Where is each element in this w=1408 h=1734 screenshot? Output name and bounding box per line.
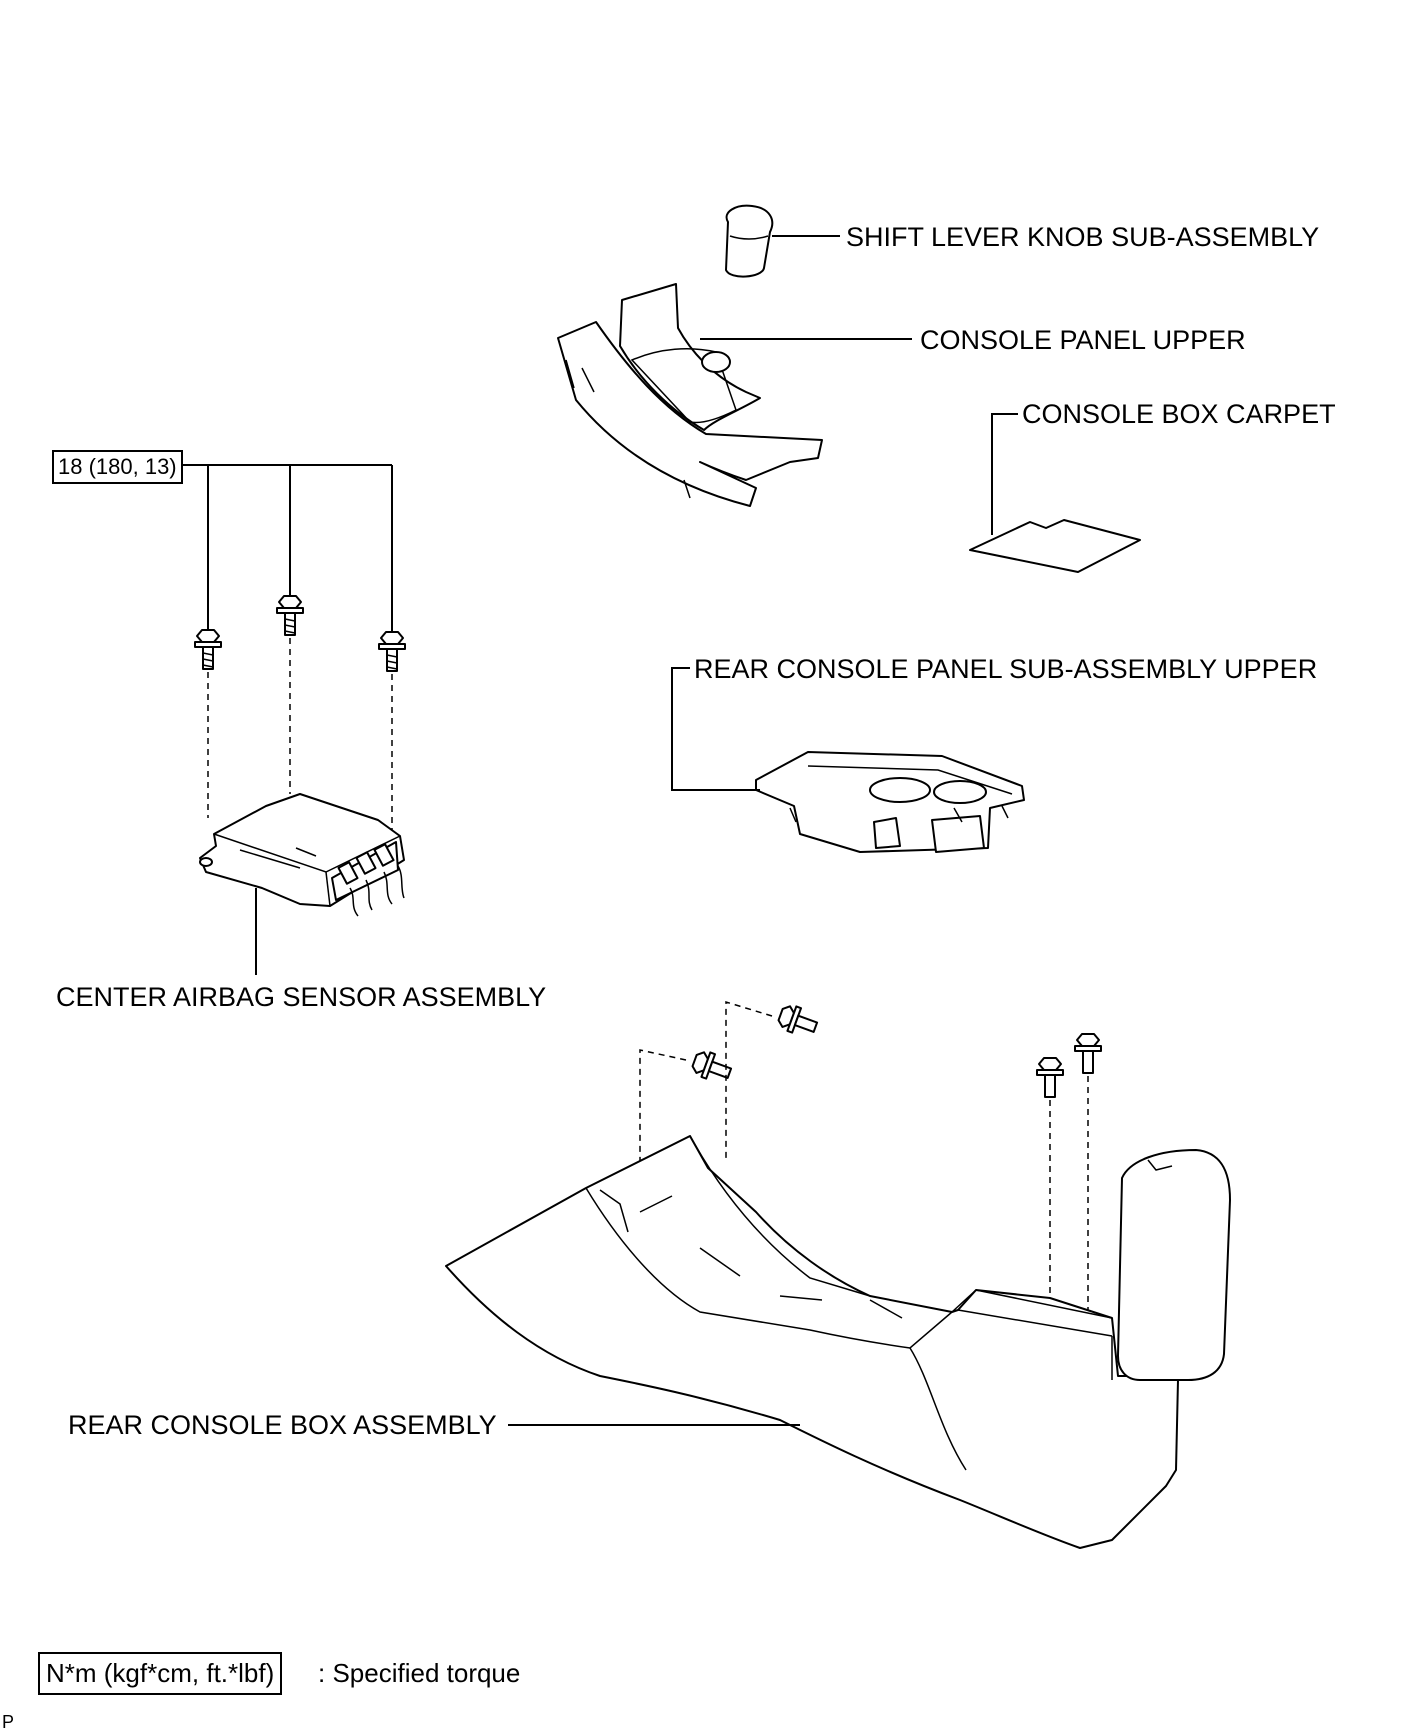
console-box-bolts bbox=[691, 1005, 1102, 1098]
label-console-box-carpet: CONSOLE BOX CARPET bbox=[1022, 399, 1336, 429]
console-box-carpet-leader bbox=[991, 413, 1018, 535]
rear-console-box-drawing bbox=[445, 1135, 1231, 1549]
rear-console-panel-upper-drawing bbox=[755, 751, 1025, 853]
label-rear-console-box: REAR CONSOLE BOX ASSEMBLY bbox=[68, 1410, 497, 1440]
legend-description: : Specified torque bbox=[318, 1658, 521, 1688]
center-airbag-sensor-drawing bbox=[199, 793, 405, 917]
torque-leaders bbox=[178, 464, 393, 632]
corner-mark: P bbox=[2, 1712, 15, 1732]
shift-knob-drawing bbox=[725, 204, 774, 278]
legend-units-box: N*m (kgf*cm, ft.*lbf) bbox=[38, 1652, 283, 1696]
sensor-bolts bbox=[194, 595, 406, 672]
rear-console-panel-upper-leader bbox=[671, 667, 760, 791]
console-box-carpet-drawing bbox=[969, 519, 1141, 573]
console-panel-upper-drawing bbox=[557, 283, 823, 507]
torque-spec-box: 18 (180, 13) bbox=[52, 450, 183, 485]
sensor-bolt-dashes bbox=[207, 638, 393, 852]
label-shift-lever-knob: SHIFT LEVER KNOB SUB-ASSEMBLY bbox=[846, 222, 1320, 252]
label-console-panel-upper: CONSOLE PANEL UPPER bbox=[920, 325, 1246, 355]
label-center-airbag-sensor: CENTER AIRBAG SENSOR ASSEMBLY bbox=[56, 982, 547, 1012]
label-rear-console-panel-upper: REAR CONSOLE PANEL SUB-ASSEMBLY UPPER bbox=[694, 654, 1318, 684]
